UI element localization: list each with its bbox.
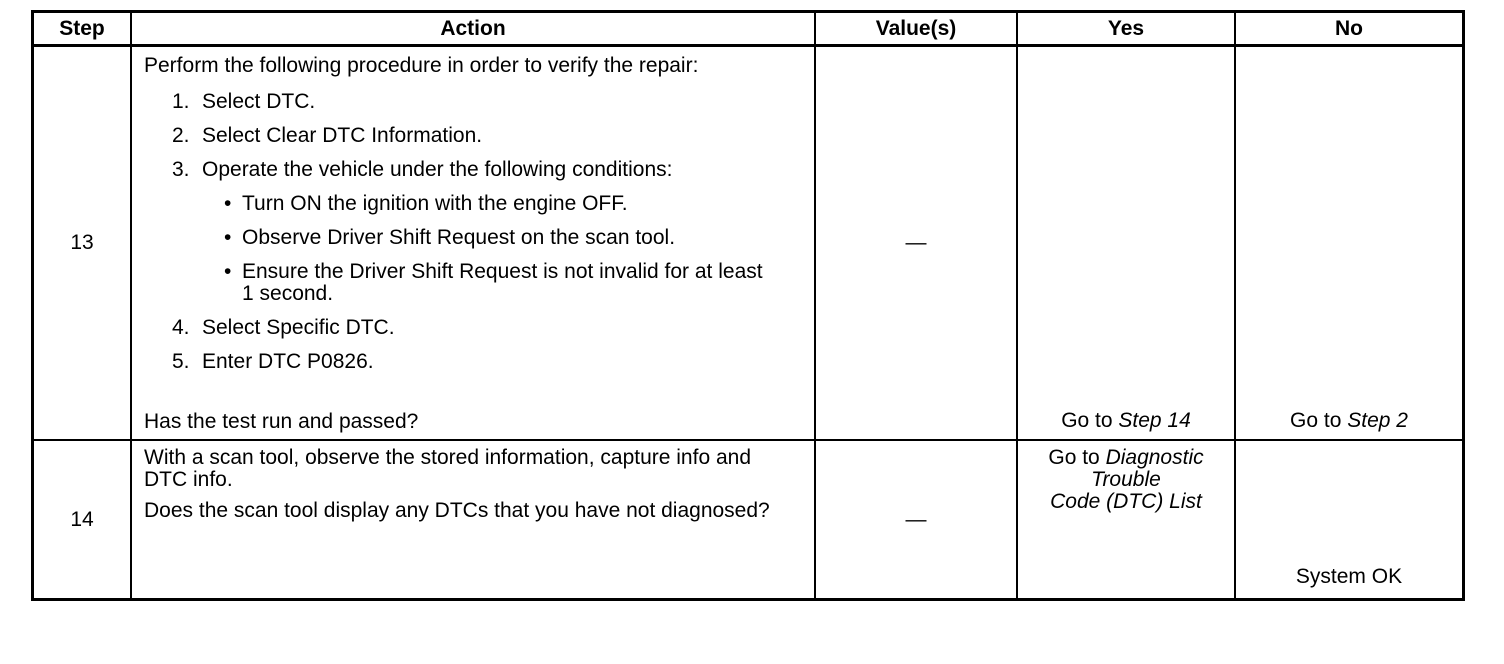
yes-goto-line-1: Go to Diagnostic <box>1048 446 1204 469</box>
yes-goto-text: Go to Step 14 <box>1061 409 1191 432</box>
action-cell: With a scan tool, observe the stored inf… <box>132 441 816 598</box>
numbered-item-1: 1. Select DTC. <box>172 91 774 113</box>
numbered-item-5: 5. Enter DTC P0826. <box>172 351 774 373</box>
item-text: Operate the vehicle under the following … <box>202 158 673 181</box>
action-question: Has the test run and passed? <box>144 410 419 433</box>
item-text: Enter DTC P0826. <box>202 350 374 373</box>
numbered-item-3: 3. Operate the vehicle under the followi… <box>172 159 774 181</box>
bullet-item-2: • Observe Driver Shift Request on the sc… <box>224 227 774 249</box>
diagnostic-procedure-table: Step Action Value(s) Yes No 13 Perform t… <box>31 10 1465 601</box>
yes-cell: Go to Step 14 <box>1018 47 1236 439</box>
table-header-row: Step Action Value(s) Yes No <box>34 13 1462 47</box>
bullet-item-1: • Turn ON the ignition with the engine O… <box>224 193 774 215</box>
numbered-item-4: 4. Select Specific DTC. <box>172 317 774 339</box>
table-row-step-14: 14 With a scan tool, observe the stored … <box>34 441 1462 598</box>
step-number: 13 <box>70 231 94 254</box>
action-paragraph-1: With a scan tool, observe the stored inf… <box>144 446 752 491</box>
item-number: 4. <box>172 316 190 339</box>
no-cell: System OK <box>1236 441 1462 598</box>
bullet-icon: • <box>224 192 232 215</box>
bullet-text: Ensure the Driver Shift Request is not i… <box>242 260 763 305</box>
item-number: 2. <box>172 124 190 147</box>
item-number: 3. <box>172 158 190 181</box>
step-number-cell: 13 <box>34 47 132 439</box>
bullet-icon: • <box>224 226 232 249</box>
header-step: Step <box>34 13 132 44</box>
table-row-step-13: 13 Perform the following procedure in or… <box>34 47 1462 441</box>
system-ok-text: System OK <box>1295 565 1403 588</box>
bullet-icon: • <box>224 260 232 283</box>
yes-step-reference: Step 14 <box>1118 409 1191 432</box>
header-action: Action <box>132 13 816 44</box>
header-yes: Yes <box>1018 13 1236 44</box>
no-cell: Go to Step 2 <box>1236 47 1462 439</box>
item-number: 5. <box>172 350 190 373</box>
yes-goto-line-3: Code (DTC) List <box>1050 490 1202 513</box>
value-dash: — <box>905 231 927 254</box>
action-intro: Perform the following procedure in order… <box>144 54 699 77</box>
no-goto-text: Go to Step 2 <box>1290 409 1408 432</box>
step-number: 14 <box>70 507 94 531</box>
item-number: 1. <box>172 90 190 113</box>
bullet-text: Turn ON the ignition with the engine OFF… <box>242 192 628 215</box>
item-text: Select DTC. <box>202 90 316 113</box>
yes-goto-line-2: Trouble <box>1091 468 1161 491</box>
value-dash: — <box>905 507 927 531</box>
numbered-item-2: 2. Select Clear DTC Information. <box>172 125 774 147</box>
step-number-cell: 14 <box>34 441 132 598</box>
action-cell: Perform the following procedure in order… <box>132 47 816 439</box>
item-text: Select Clear DTC Information. <box>202 124 483 147</box>
value-cell: — <box>816 441 1018 598</box>
yes-cell: Go to Diagnostic Trouble Code (DTC) List <box>1018 441 1236 598</box>
bullet-item-3: • Ensure the Driver Shift Request is not… <box>224 261 774 305</box>
value-cell: — <box>816 47 1018 439</box>
header-no: No <box>1335 16 1363 40</box>
action-paragraph-2: Does the scan tool display any DTCs that… <box>144 499 770 522</box>
no-step-reference: Step 2 <box>1347 409 1408 432</box>
item-text: Select Specific DTC. <box>202 316 395 339</box>
header-values: Value(s) <box>816 13 1018 44</box>
bullet-text: Observe Driver Shift Request on the scan… <box>242 226 676 249</box>
